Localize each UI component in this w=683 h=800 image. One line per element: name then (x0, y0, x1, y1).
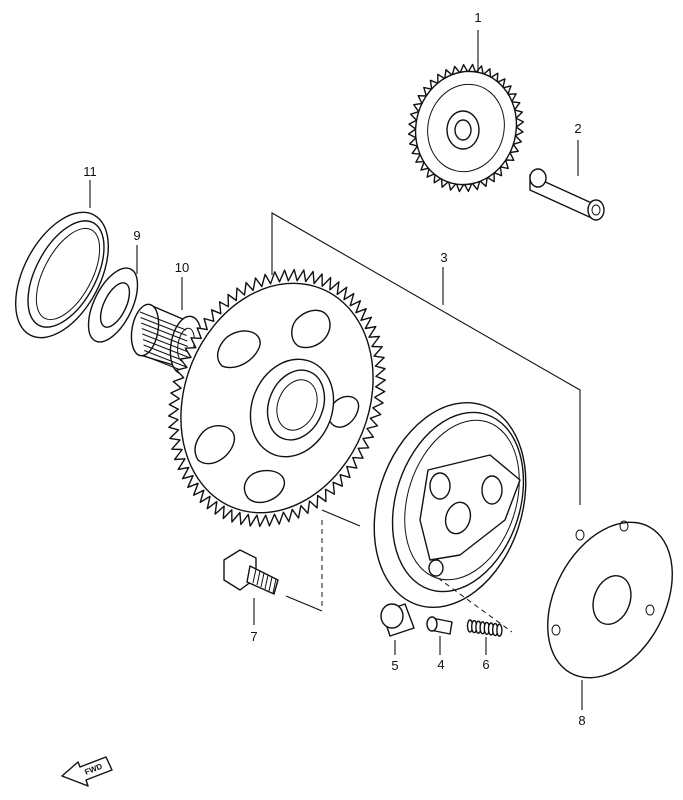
needle-roller (141, 328, 188, 347)
needle-roller (144, 350, 191, 369)
part-label-3: 3 (440, 250, 447, 265)
part-label-2: 2 (574, 121, 581, 136)
part-label-8: 8 (578, 713, 585, 728)
part-11-seal[interactable] (0, 197, 127, 353)
bolt-thread (252, 568, 257, 584)
bolt-thread (264, 574, 269, 590)
bolt-thread (272, 578, 277, 594)
part-label-4: 4 (437, 657, 444, 672)
bolt-thread (268, 576, 273, 592)
leader-lines (89, 30, 583, 710)
part-4-pin[interactable] (426, 616, 453, 635)
spring-coil (496, 623, 503, 637)
needle-roller (142, 333, 189, 353)
fwd-arrow-icon: FWD (61, 756, 113, 787)
part-1-gear[interactable] (404, 61, 529, 196)
part-label-6: 6 (482, 657, 489, 672)
part-label-7: 7 (250, 629, 257, 644)
part-8-plate[interactable] (522, 501, 683, 699)
part-7-bolt[interactable] (223, 549, 279, 595)
clutch-housing[interactable] (349, 383, 551, 627)
part-label-5: 5 (391, 658, 398, 673)
bolt-thread (256, 570, 261, 586)
needle-roller (139, 311, 187, 331)
part-3-starter-gear[interactable] (147, 254, 406, 542)
part-9-washer[interactable] (78, 261, 147, 350)
part-10-needle-bearing[interactable] (128, 302, 206, 376)
part-6-spring[interactable] (466, 619, 503, 637)
assembly-guides (285, 509, 513, 633)
part-label-10: 10 (175, 260, 189, 275)
part-3-bracket (271, 212, 581, 505)
part-2-shaft[interactable] (529, 168, 605, 221)
needle-roller (142, 339, 190, 358)
part-label-9: 9 (133, 228, 140, 243)
part-label-1: 1 (474, 10, 481, 25)
part-5-roller[interactable] (380, 603, 415, 637)
bolt-thread (260, 572, 265, 588)
needle-roller (140, 317, 187, 336)
part-label-11: 11 (83, 164, 97, 179)
needle-roller (141, 322, 188, 342)
